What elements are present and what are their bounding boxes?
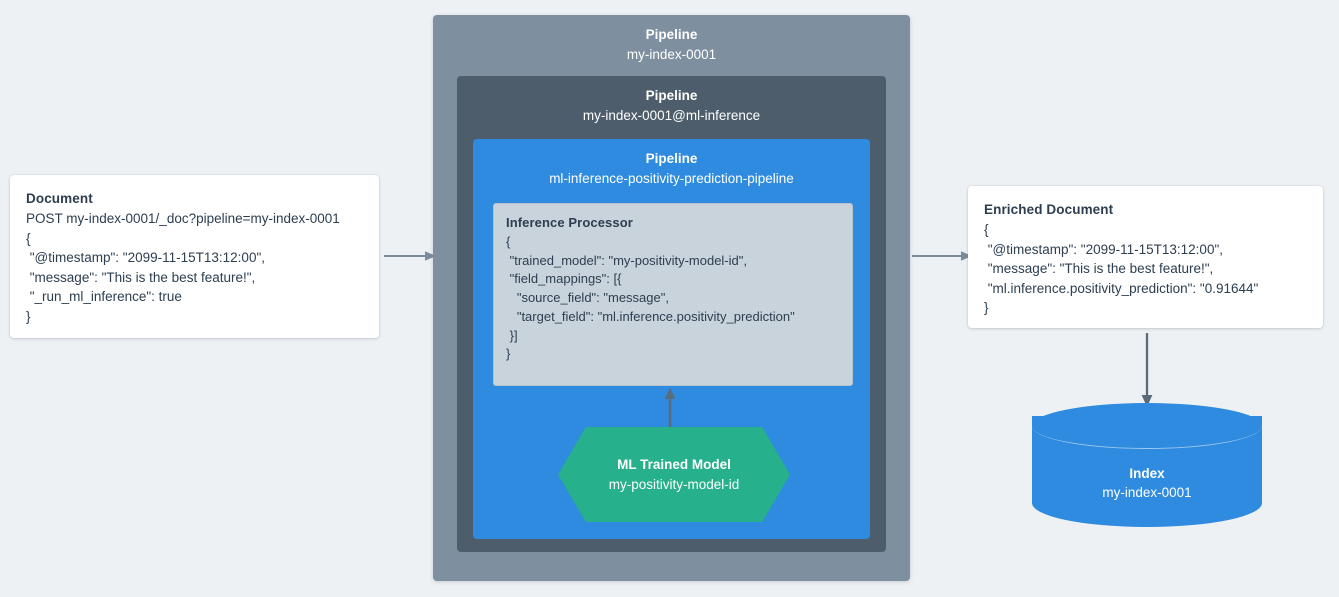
- inference-processor-title: Inference Processor: [506, 215, 633, 230]
- source-document-line: POST my-index-0001/_doc?pipeline=my-inde…: [26, 211, 340, 226]
- inference-processor-line: "target_field": "ml.inference.positivity…: [506, 308, 795, 324]
- ml-trained-model-hexagon: ML Trained Model my-positivity-model-id: [558, 427, 790, 522]
- inference-processor-line: }]: [506, 327, 518, 343]
- enriched-document-line: "message": "This is the best feature!",: [984, 261, 1214, 276]
- arrow-document-to-pipeline-icon: [384, 248, 436, 264]
- arrow-enriched-to-index-icon: [1137, 333, 1157, 407]
- enriched-document-title: Enriched Document: [984, 202, 1114, 217]
- pipeline-outer-name: my-index-0001: [626, 47, 717, 62]
- enriched-document-card: Enriched Document { "@timestamp": "2099-…: [968, 186, 1323, 328]
- index-name: my-index-0001: [1102, 485, 1192, 500]
- enriched-document-line: "ml.inference.positivity_prediction": "0…: [984, 280, 1259, 296]
- arrow-pipeline-to-enriched-icon: [912, 248, 972, 264]
- enriched-document-line: {: [984, 222, 989, 237]
- cylinder-top-ellipse: [1032, 403, 1262, 449]
- index-title: Index: [1129, 466, 1165, 481]
- pipeline-outer-label: Pipeline: [645, 27, 698, 42]
- enriched-document-line: "@timestamp": "2099-11-15T13:12:00",: [984, 241, 1223, 257]
- source-document-line: "_run_ml_inference": true: [26, 289, 182, 304]
- inference-processor-line: "trained_model": "my-positivity-model-id…: [506, 252, 747, 268]
- pipeline-inner-label: Pipeline: [645, 151, 698, 166]
- pipeline-inner-name: ml-inference-positivity-prediction-pipel…: [549, 171, 794, 186]
- index-cylinder: Index my-index-0001: [1032, 403, 1262, 527]
- source-document-card: Document POST my-index-0001/_doc?pipelin…: [10, 175, 379, 338]
- source-document-line: {: [26, 230, 31, 246]
- ml-trained-model-title: ML Trained Model: [617, 456, 731, 472]
- source-document-line: "@timestamp": "2099-11-15T13:12:00",: [26, 250, 265, 265]
- pipeline-middle-name: my-index-0001@ml-inference: [582, 108, 761, 123]
- source-document-title: Document: [26, 191, 93, 206]
- inference-processor-line: }: [506, 346, 511, 362]
- pipeline-middle-label: Pipeline: [645, 88, 698, 103]
- inference-processor-box: Inference Processor { "trained_model": "…: [493, 203, 853, 386]
- inference-processor-line: "source_field": "message",: [506, 290, 669, 306]
- inference-processor-line: "field_mappings": [{: [506, 271, 622, 287]
- ml-trained-model-name: my-positivity-model-id: [608, 476, 740, 492]
- source-document-line: "message": "This is the best feature!",: [26, 269, 256, 285]
- enriched-document-line: }: [984, 300, 989, 315]
- arrow-model-to-processor-icon: [660, 388, 680, 432]
- source-document-line: }: [26, 308, 31, 324]
- inference-processor-line: {: [506, 234, 511, 249]
- index-label-group: Index my-index-0001: [1032, 465, 1262, 502]
